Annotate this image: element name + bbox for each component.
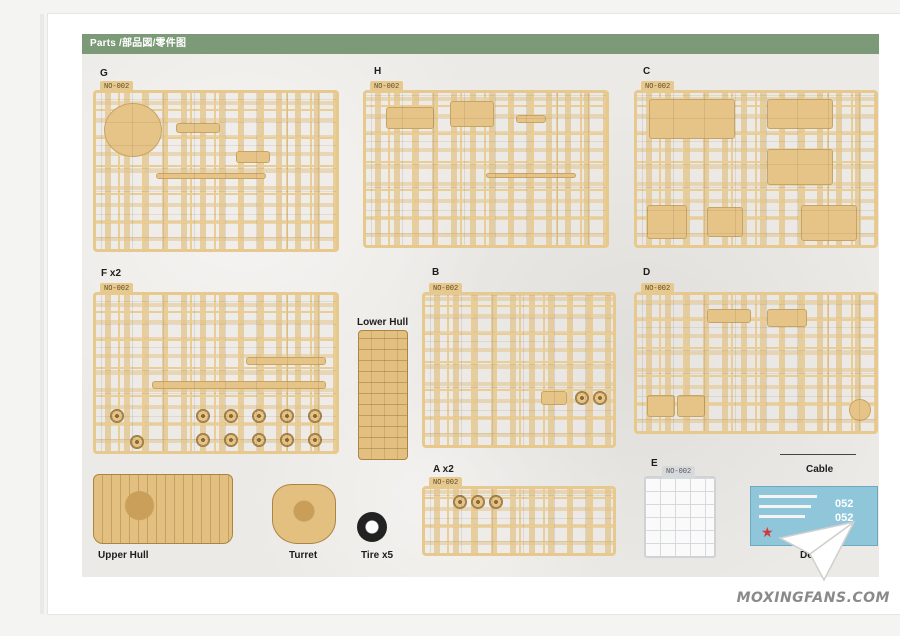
sprue-label-b: B bbox=[432, 267, 440, 278]
wheel bbox=[308, 433, 322, 447]
sprue-b: NO-002 bbox=[422, 283, 616, 448]
part-seat bbox=[767, 309, 807, 327]
lower-hull-label: Lower Hull bbox=[357, 317, 409, 328]
part-side bbox=[767, 149, 833, 185]
upper-hull-label: Upper Hull bbox=[98, 550, 149, 561]
sprue-tag: NO-002 bbox=[641, 81, 675, 93]
sprue-label-h: H bbox=[374, 66, 382, 77]
part-track-row bbox=[246, 357, 326, 365]
tire-part bbox=[357, 512, 387, 542]
sprue-tag: NO-002 bbox=[641, 283, 675, 295]
wheel bbox=[489, 495, 503, 509]
part-track-row bbox=[152, 381, 326, 389]
sprue-label-f: F x2 bbox=[101, 268, 122, 279]
sprue-label-e: E bbox=[651, 458, 658, 469]
sprue-label-g: G bbox=[100, 68, 108, 79]
part-bar bbox=[176, 123, 220, 133]
sprue-tag: NO-002 bbox=[429, 283, 463, 295]
decal-number: 052 bbox=[835, 498, 854, 510]
sprue-e-clear: NO-002 bbox=[644, 466, 716, 558]
decal-stripe bbox=[759, 505, 811, 508]
part-seat bbox=[677, 395, 705, 417]
part-hatch bbox=[104, 103, 162, 157]
wheel bbox=[453, 495, 467, 509]
wheel bbox=[280, 433, 294, 447]
sprue-h: NO-002 bbox=[363, 81, 609, 248]
wheel bbox=[280, 409, 294, 423]
sprue-c: NO-002 bbox=[634, 81, 878, 248]
turret-label: Turret bbox=[289, 550, 318, 561]
sprue-tag: NO-002 bbox=[662, 466, 696, 478]
wheel bbox=[130, 435, 144, 449]
part-rod bbox=[486, 173, 576, 178]
watermark: MOXINGFANS.COM bbox=[736, 590, 890, 606]
part-bar bbox=[516, 115, 546, 123]
part-side bbox=[767, 99, 833, 129]
sprue-a: NO-002 bbox=[422, 477, 616, 556]
wheel bbox=[224, 409, 238, 423]
wheel bbox=[593, 391, 607, 405]
part-rod bbox=[156, 173, 266, 179]
sprue-tag: NO-002 bbox=[370, 81, 404, 93]
part-bar bbox=[236, 151, 270, 163]
tire-label: Tire x5 bbox=[361, 550, 394, 561]
paper-plane-logo-icon bbox=[777, 520, 856, 582]
wheel bbox=[224, 433, 238, 447]
wheel bbox=[196, 433, 210, 447]
wheel bbox=[575, 391, 589, 405]
red-star-icon: ★ bbox=[761, 524, 774, 540]
part-seat bbox=[647, 395, 675, 417]
cable-part bbox=[780, 454, 856, 455]
page-title: Parts /部品図/零件图 bbox=[82, 34, 879, 54]
turret-part bbox=[272, 484, 336, 544]
decal-stripe bbox=[759, 495, 817, 498]
sprue-label-c: C bbox=[643, 66, 651, 77]
sprue-g: NO-002 bbox=[93, 81, 339, 252]
wheel bbox=[252, 433, 266, 447]
sprue-label-d: D bbox=[643, 267, 651, 278]
part-panel bbox=[450, 101, 494, 127]
sprue-tag: NO-002 bbox=[100, 81, 134, 93]
part-plate bbox=[801, 205, 857, 241]
sprue-tag: NO-002 bbox=[100, 283, 134, 295]
wheel bbox=[471, 495, 485, 509]
wheel bbox=[196, 409, 210, 423]
sprue-d: NO-002 bbox=[634, 283, 878, 434]
decal-stripe bbox=[759, 515, 805, 518]
wheel bbox=[308, 409, 322, 423]
part-bracket bbox=[541, 391, 567, 405]
sprue-tag: NO-002 bbox=[429, 477, 463, 489]
wheel bbox=[110, 409, 124, 423]
part-floor bbox=[649, 99, 735, 139]
wheel bbox=[252, 409, 266, 423]
part-seat bbox=[707, 309, 751, 323]
part-panel bbox=[386, 107, 434, 129]
cable-label: Cable bbox=[806, 464, 834, 475]
sprue-f: NO-002 bbox=[93, 283, 339, 454]
sprue-label-a: A x2 bbox=[433, 464, 454, 475]
upper-hull-part bbox=[93, 474, 233, 544]
page-edge bbox=[40, 14, 44, 614]
part-box bbox=[707, 207, 743, 237]
part-disc bbox=[849, 399, 871, 421]
decal-number: 052 bbox=[835, 512, 854, 524]
lower-hull-part bbox=[358, 330, 408, 460]
part-box bbox=[647, 205, 687, 239]
